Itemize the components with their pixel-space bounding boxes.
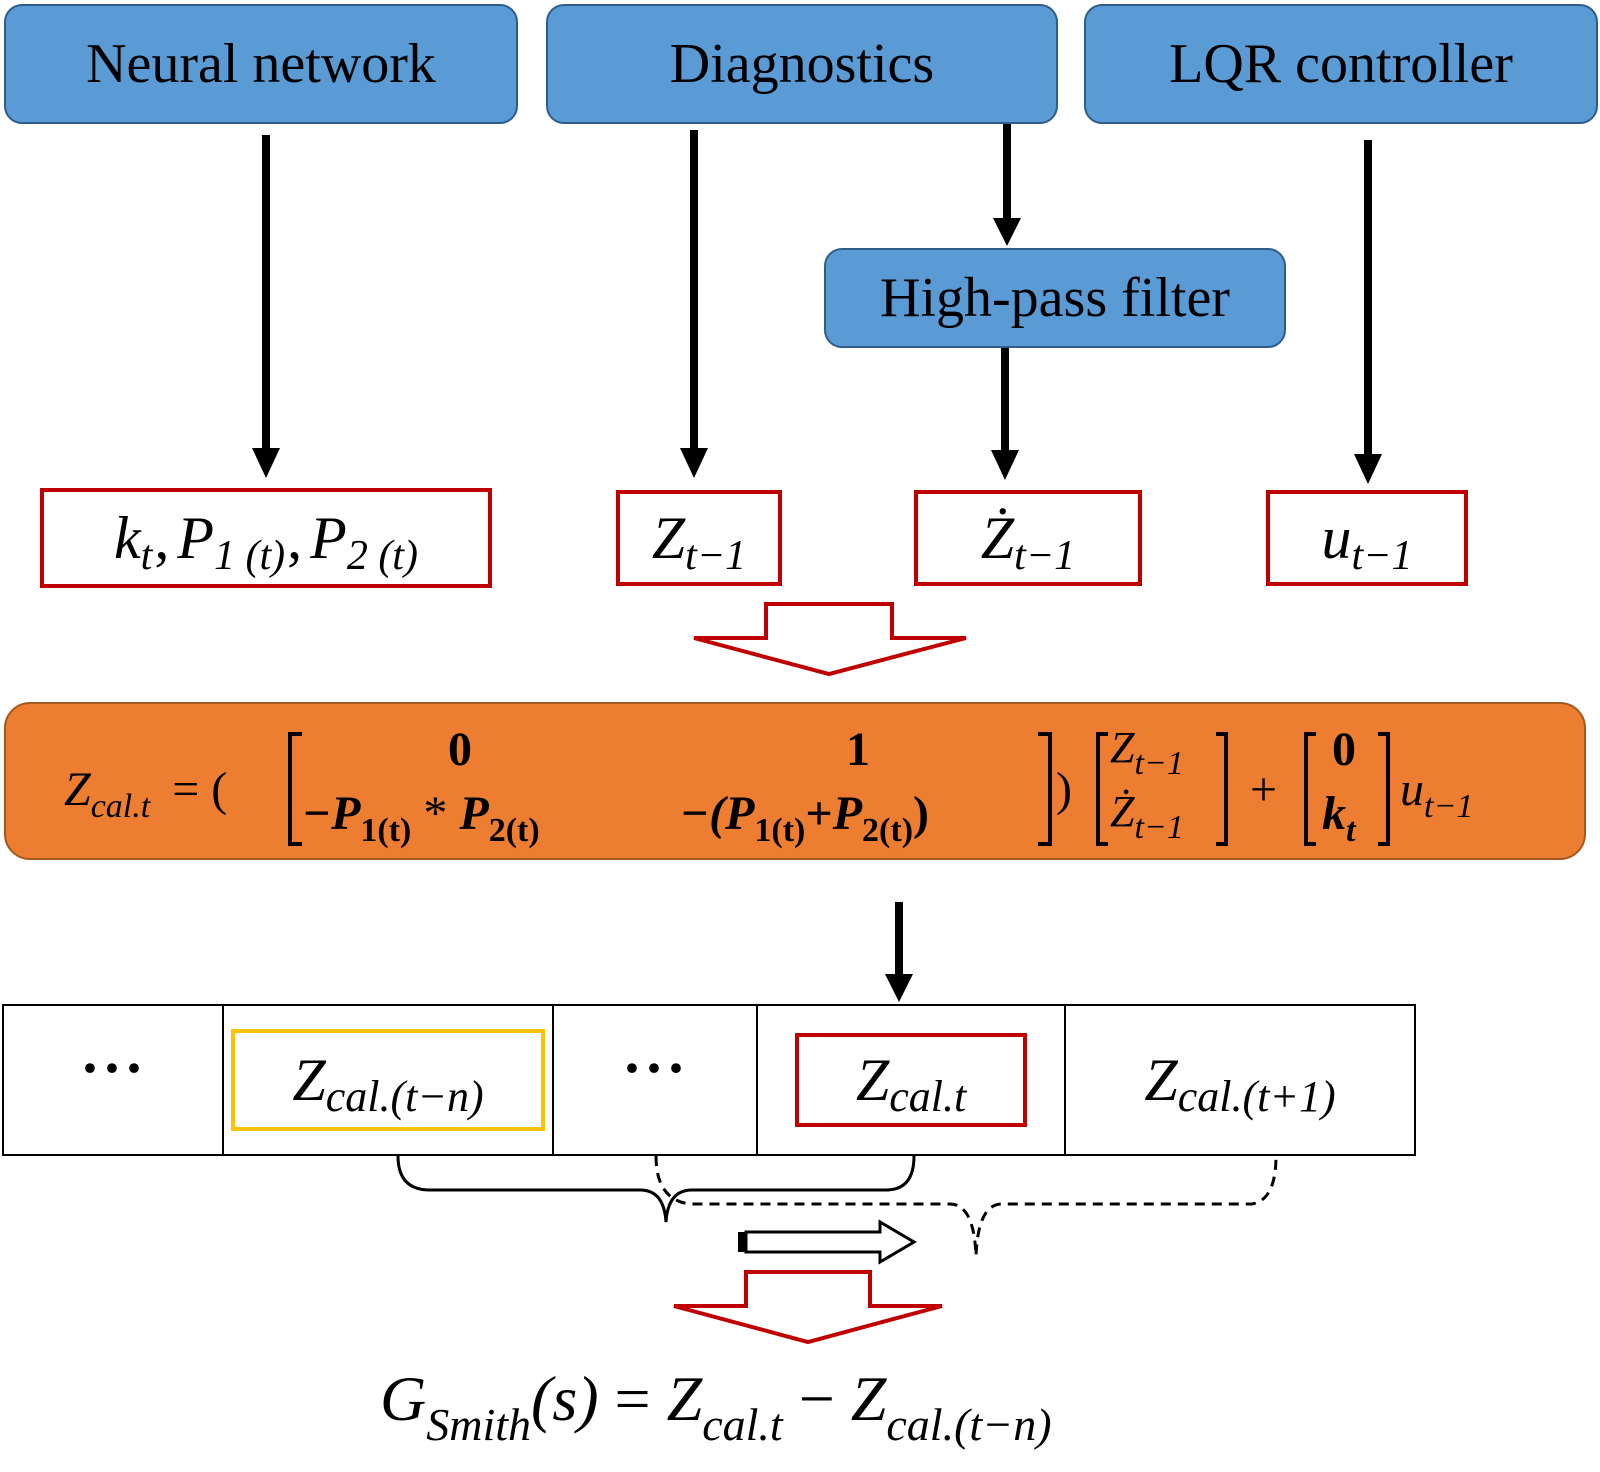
- high-pass-filter-label: High-pass filter: [880, 267, 1230, 329]
- zdot-symbol: Ż: [980, 504, 1015, 571]
- equation-u: ut−1: [1400, 762, 1473, 825]
- z-current: Z: [855, 1046, 890, 1113]
- final-z1-sub: cal.t: [702, 1399, 783, 1450]
- state-vector-top: Zt−1: [1110, 722, 1184, 782]
- vec-zdot-sub: t−1: [1134, 809, 1184, 846]
- a21-p2: P: [459, 787, 489, 840]
- matrix-a22: −(P1(t)+P2(t)): [680, 786, 929, 849]
- u-symbol: u: [1321, 504, 1352, 571]
- a22-p2: P: [832, 787, 863, 840]
- separator-2: ,: [287, 504, 303, 571]
- a21-p1-sub: 1(t): [360, 812, 412, 849]
- vec-k: k: [1322, 787, 1346, 840]
- arrow-filter-zdot: [991, 348, 1019, 480]
- equation-close-paren: ): [1056, 763, 1072, 816]
- arrow-equation-to-buffer: [885, 902, 913, 1002]
- z-subscript: t−1: [685, 533, 747, 579]
- eq-u-sub: t−1: [1424, 788, 1474, 825]
- equation-plus: +: [1250, 763, 1278, 816]
- u-subscript: t−1: [1351, 533, 1413, 579]
- final-z2-sub: cal.(t−n): [886, 1399, 1052, 1450]
- lqr-controller-block: LQR controller: [1084, 4, 1598, 124]
- k-symbol: k: [114, 504, 141, 571]
- lhs-subscript: cal.t: [90, 788, 151, 825]
- vec-zdot: Ż: [1110, 787, 1135, 836]
- z-next-sub: cal.(t+1): [1177, 1071, 1336, 1121]
- window-brace-current: [396, 1155, 916, 1223]
- diagnostics-label: Diagnostics: [669, 33, 935, 95]
- p1-symbol: P: [177, 504, 214, 571]
- ellipsis: ···: [79, 1034, 147, 1101]
- zdot-subscript: t−1: [1014, 533, 1076, 579]
- high-pass-filter-block: High-pass filter: [824, 248, 1286, 348]
- ellipsis: ···: [621, 1034, 689, 1101]
- equals-paren: = (: [172, 763, 228, 816]
- z-symbol: Z: [651, 504, 686, 571]
- neural-network-block: Neural network: [4, 4, 518, 124]
- a22-p2-sub: 2(t): [862, 812, 914, 849]
- input-vector-bottom: kt: [1322, 786, 1355, 849]
- a22-op: +: [805, 787, 833, 840]
- lhs-symbol: Z: [64, 763, 91, 816]
- p1-subscript: 1 (t): [214, 533, 286, 579]
- arrow-neural-network: [252, 135, 280, 478]
- a22-p1: −(P: [680, 787, 755, 840]
- final-minus: −: [782, 1363, 851, 1434]
- p2-subscript: 2 (t): [346, 533, 418, 579]
- lqr-controller-label: LQR controller: [1169, 33, 1513, 95]
- a21-op: *: [411, 787, 460, 840]
- buffer-cell: ···: [2, 1004, 224, 1156]
- final-z1: Z: [666, 1363, 703, 1434]
- neural-network-label: Neural network: [86, 33, 436, 95]
- vec-z-sub: t−1: [1134, 745, 1184, 782]
- smith-predictor-equation: GSmith(s) = Zcal.t − Zcal.(t−n): [380, 1362, 1052, 1450]
- z-delayed: Z: [292, 1046, 326, 1113]
- k-subscript: t: [140, 533, 153, 579]
- z-current-sub: cal.t: [889, 1071, 967, 1121]
- g-subscript: Smith: [426, 1399, 531, 1450]
- state-equation-block: [4, 702, 1586, 860]
- z-next: Z: [1144, 1046, 1178, 1113]
- a22-p1-sub: 1(t): [754, 812, 806, 849]
- a21-p2-sub: 2(t): [488, 812, 540, 849]
- hollow-arrow-to-equation: [693, 602, 967, 677]
- final-equals: =: [598, 1363, 667, 1434]
- arrow-lqr-u: [1354, 140, 1382, 484]
- matrix-a12: 1: [846, 723, 870, 776]
- arrow-diagnostics-filter: [993, 124, 1021, 246]
- shift-arrow: [738, 1219, 917, 1265]
- matrix-a11: 0: [448, 723, 472, 776]
- arrow-diagnostics-z: [680, 130, 708, 478]
- matrix-a21: −P1(t) * P2(t): [302, 786, 540, 849]
- state-vector-bottom: Żt−1: [1110, 786, 1184, 846]
- diagnostics-block: Diagnostics: [546, 4, 1058, 124]
- a22-close: ): [913, 787, 929, 840]
- eq-u: u: [1400, 763, 1424, 816]
- input-vector-top: 0: [1332, 723, 1356, 776]
- equation-lhs: Zcal.t = (: [64, 762, 228, 825]
- a21-p1: −P: [302, 787, 361, 840]
- g-symbol: G: [380, 1363, 427, 1434]
- vec-z: Z: [1110, 723, 1135, 772]
- vec-k-sub: t: [1346, 812, 1356, 849]
- final-z2: Z: [850, 1363, 887, 1434]
- hollow-arrow-to-result: [673, 1270, 943, 1345]
- z-delayed-sub: cal.(t−n): [325, 1071, 484, 1121]
- buffer-cell: ···: [552, 1004, 758, 1156]
- p2-symbol: P: [310, 504, 347, 571]
- separator-1: ,: [154, 504, 170, 571]
- g-arg: (s): [531, 1363, 599, 1434]
